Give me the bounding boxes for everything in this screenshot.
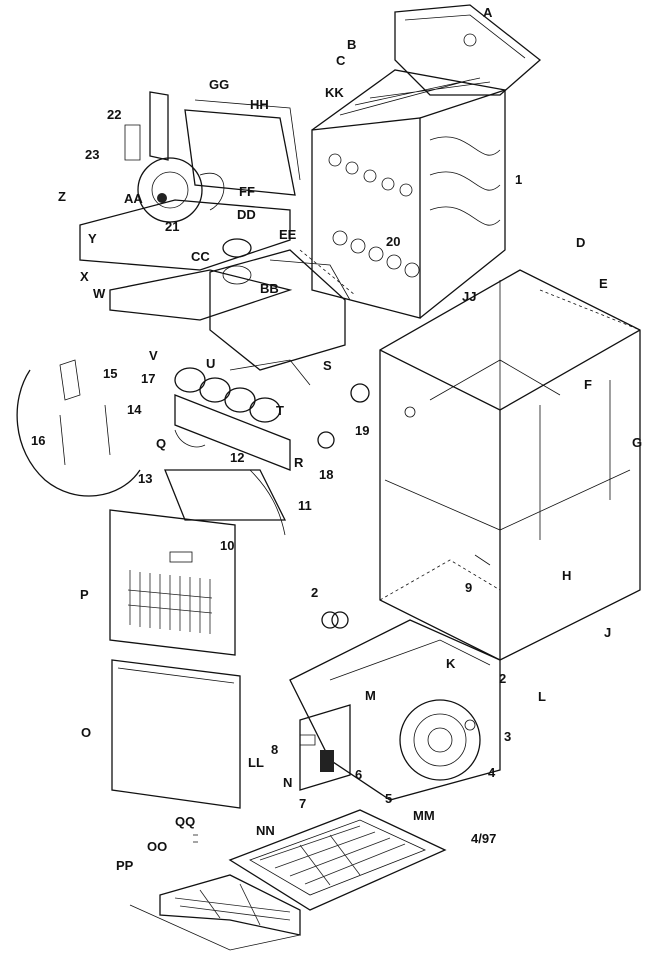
callout-13: 13 xyxy=(138,471,153,486)
callout-x: X xyxy=(80,269,89,284)
callout-hh: HH xyxy=(250,97,269,112)
burner-box-drawing xyxy=(79,199,356,371)
callout-u: U xyxy=(206,356,216,371)
callout-17: 17 xyxy=(141,371,156,386)
callout-f: F xyxy=(584,377,592,392)
top-cover-drawing xyxy=(394,4,542,96)
callout-5: 5 xyxy=(385,791,393,806)
callout-18: 18 xyxy=(319,467,334,482)
callout-ll: LL xyxy=(248,755,264,770)
callout-w: W xyxy=(93,286,106,301)
callout-20: 20 xyxy=(386,234,401,249)
callout-22: 22 xyxy=(107,107,122,122)
callout-e: E xyxy=(599,276,608,291)
callout-t: T xyxy=(276,403,284,418)
callout-b: B xyxy=(347,37,357,52)
upper-door-drawing xyxy=(109,509,236,656)
callout-l: L xyxy=(538,689,546,704)
callout-3: 3 xyxy=(504,729,512,744)
callout-aa: AA xyxy=(124,191,143,206)
callout-11: 11 xyxy=(298,498,312,513)
callout-8: 8 xyxy=(271,742,279,757)
callout-7: 7 xyxy=(299,796,307,811)
callout-bb: BB xyxy=(260,281,279,296)
callout-2-upper: 2 xyxy=(311,585,319,600)
callout-m: M xyxy=(365,688,376,703)
callout-cc: CC xyxy=(191,249,210,264)
callout-v: V xyxy=(149,348,158,363)
callout-2-lower: 2 xyxy=(499,671,507,686)
inducer-assembly-drawing xyxy=(124,91,301,223)
callout-s: S xyxy=(323,358,332,373)
callout-4: 4 xyxy=(488,765,496,780)
callout-k: K xyxy=(446,656,456,671)
lower-door-drawing xyxy=(111,659,241,809)
callout-p: P xyxy=(80,587,89,602)
callout-j: J xyxy=(604,625,612,640)
callout-9: 9 xyxy=(465,580,473,595)
blower-assembly-drawing xyxy=(289,611,501,801)
callout-gg: GG xyxy=(209,77,230,92)
callout-q: Q xyxy=(156,436,167,451)
callout-ff: FF xyxy=(239,184,255,199)
callout-nn: NN xyxy=(256,823,275,838)
heat-exchanger-drawing xyxy=(311,69,506,319)
callout-1: 1 xyxy=(515,172,523,187)
callout-qq: QQ xyxy=(175,814,196,829)
callout-h: H xyxy=(562,568,572,583)
callout-ee: EE xyxy=(279,227,297,242)
date-code: 4/97 xyxy=(471,831,497,846)
callout-mm: MM xyxy=(413,808,435,823)
callout-g: G xyxy=(632,435,643,450)
callout-c: C xyxy=(336,53,346,68)
ignitor-detail-drawing xyxy=(16,359,141,497)
callout-14: 14 xyxy=(127,402,142,417)
callout-r: R xyxy=(294,455,304,470)
callout-a: A xyxy=(483,5,493,20)
callout-d: D xyxy=(576,235,586,250)
callout-o: O xyxy=(81,725,92,740)
callout-15: 15 xyxy=(103,366,118,381)
filter-rack-drawing xyxy=(129,809,447,951)
callout-n: N xyxy=(283,775,293,790)
callout-16: 16 xyxy=(31,433,46,448)
cabinet-drawing xyxy=(379,269,641,661)
callout-y: Y xyxy=(88,231,97,246)
callout-10: 10 xyxy=(220,538,235,553)
callout-21: 21 xyxy=(165,219,180,234)
manifold-drawing xyxy=(164,359,370,629)
callout-19: 19 xyxy=(355,423,370,438)
callout-z: Z xyxy=(58,189,66,204)
callout-12: 12 xyxy=(230,450,245,465)
callout-23: 23 xyxy=(85,147,100,162)
callout-oo: OO xyxy=(147,839,168,854)
callout-6: 6 xyxy=(355,767,363,782)
callout-jj: JJ xyxy=(462,289,477,304)
callout-pp: PP xyxy=(116,858,134,873)
callout-kk: KK xyxy=(325,85,344,100)
callout-dd: DD xyxy=(237,207,256,222)
